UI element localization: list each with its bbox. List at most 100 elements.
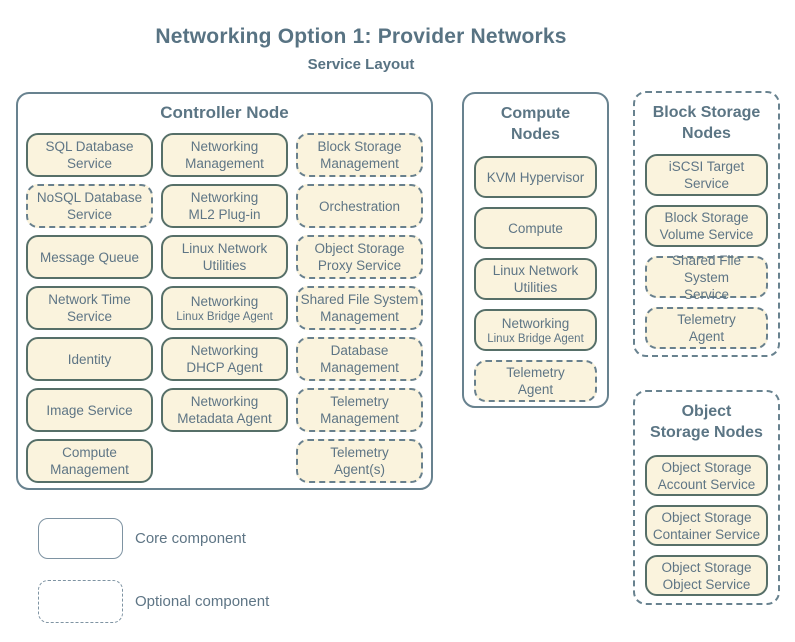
service-box-label: Object Storage — [314, 241, 405, 256]
service-box-label: Agent(s) — [333, 462, 386, 477]
legend-label: Core component — [135, 530, 246, 547]
service-box-label: Shared File System — [671, 252, 742, 285]
service-box-label: Service — [683, 286, 729, 302]
optional-component-swatch — [38, 580, 123, 623]
service-box-kvm-hypervisor: KVM Hypervisor — [474, 156, 597, 198]
service-box-label: Object Storage — [661, 559, 752, 575]
diagram-header: Networking Option 1: Provider Networks S… — [0, 25, 722, 73]
service-box-label: Agent — [688, 329, 725, 344]
service-box-label: Block Storage — [664, 210, 749, 225]
service-box-label: SQL Database — [45, 139, 134, 154]
group-title-line: Nodes — [682, 125, 731, 142]
core-component-swatch — [38, 518, 123, 559]
service-box-label: Management — [185, 156, 264, 171]
service-box-label: Volume Service — [659, 227, 754, 242]
service-box-label: KVM Hypervisor — [486, 169, 585, 185]
group-title-line: Nodes — [511, 126, 560, 143]
service-box-label: Agent — [517, 382, 554, 397]
service-box-label: Telemetry — [677, 312, 736, 327]
service-box-label: Service — [683, 176, 729, 191]
diagram-subtitle: Service Layout — [307, 56, 415, 73]
service-box-label: Management — [50, 462, 129, 477]
service-box-label: Network Time — [48, 292, 131, 307]
group-title-line: Compute — [500, 105, 571, 122]
service-box-image-service: Image Service — [26, 388, 153, 432]
service-box-label: Service — [66, 156, 112, 171]
service-box-label: Object Storage — [661, 459, 752, 475]
service-box-label: Service — [66, 309, 112, 324]
service-box-label: Networking — [190, 343, 259, 358]
service-box-label: Proxy Service — [317, 258, 402, 273]
group-title-line: Object — [681, 403, 732, 420]
group-title-controller-node: Controller Node — [18, 102, 431, 123]
service-box-label: Networking — [190, 293, 259, 309]
service-box-label: Networking — [190, 394, 259, 409]
service-box-label: Management — [320, 156, 399, 171]
service-box-label: Identity — [67, 351, 112, 367]
service-box-label: Block Storage — [317, 139, 402, 154]
service-box-label: Object Storage — [661, 509, 752, 525]
service-box-label: Telemetry — [330, 394, 389, 409]
service-box-label: Linux Network — [181, 241, 268, 256]
service-box-label: DHCP Agent — [186, 360, 263, 375]
group-title-line: Controller Node — [160, 103, 289, 122]
service-box-compute: Compute — [474, 207, 597, 249]
legend-optional-component: Optional component — [38, 580, 269, 623]
service-box-label: Service — [66, 207, 112, 222]
service-box-label: Message Queue — [39, 249, 140, 265]
legend-label: Optional component — [135, 593, 270, 610]
diagram-title: Networking Option 1: Provider Networks — [155, 25, 567, 48]
service-box-label: Container Service — [652, 526, 761, 542]
service-box-label: Utilities — [513, 280, 558, 295]
service-box-label: Management — [320, 309, 399, 324]
service-box-label: Compute — [62, 445, 117, 460]
service-box-sublabel: Linux Bridge Agent — [487, 332, 584, 345]
group-title-line: Block Storage — [652, 104, 761, 121]
service-box-label: Telemetry — [506, 365, 565, 380]
service-box-label: Image Service — [46, 402, 133, 418]
service-box-label: Linux Network — [492, 263, 579, 278]
service-box-orchestration: Orchestration — [296, 184, 423, 228]
service-box-label: Orchestration — [318, 198, 401, 214]
service-box-label: Compute — [508, 220, 563, 236]
service-box-label: NoSQL Database — [36, 190, 143, 205]
service-box-label: Utilities — [202, 258, 247, 273]
